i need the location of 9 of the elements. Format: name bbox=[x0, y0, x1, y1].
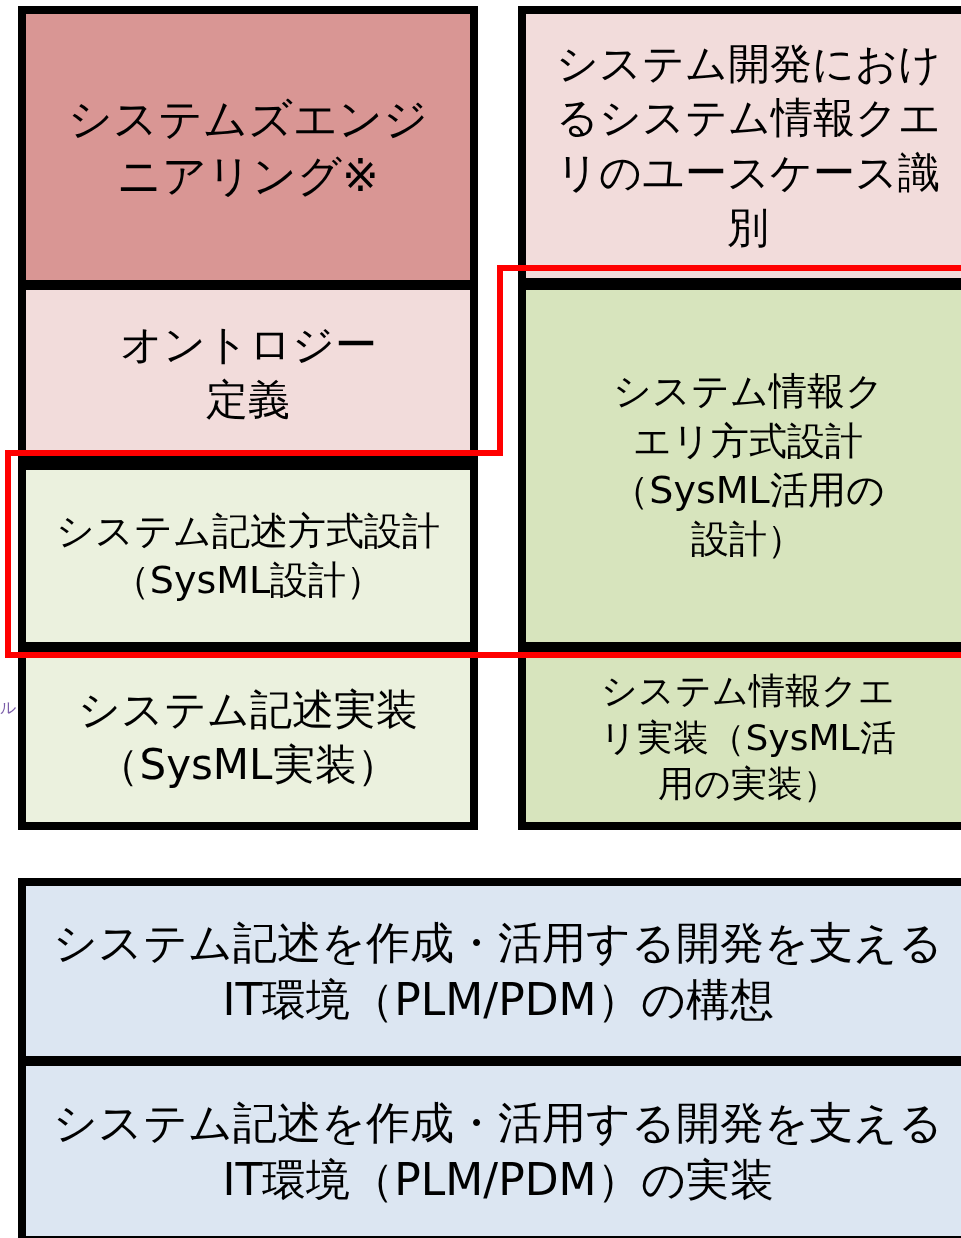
box-label: システム情報クエリ実装（SysML活用の実装） bbox=[599, 668, 897, 807]
box-label: システム情報クエリ方式設計（SysML活用の設計） bbox=[610, 368, 886, 564]
box-label: システム記述を作成・活用する開発を支えるIT環境（PLM/PDM）の実装 bbox=[52, 1095, 944, 1207]
box-label: システム記述を作成・活用する開発を支えるIT環境（PLM/PDM）の構想 bbox=[52, 915, 944, 1027]
box-label: システム開発におけるシステム情報クエリのユースケース識別 bbox=[554, 37, 942, 254]
box-label: オントロジー定義 bbox=[118, 319, 378, 426]
box-label: システム記述実装（SysML実装） bbox=[77, 684, 419, 791]
box-label: システム記述方式設計（SysML設計） bbox=[55, 507, 441, 604]
box-label: システムズエンジニアリング※ bbox=[67, 91, 429, 203]
